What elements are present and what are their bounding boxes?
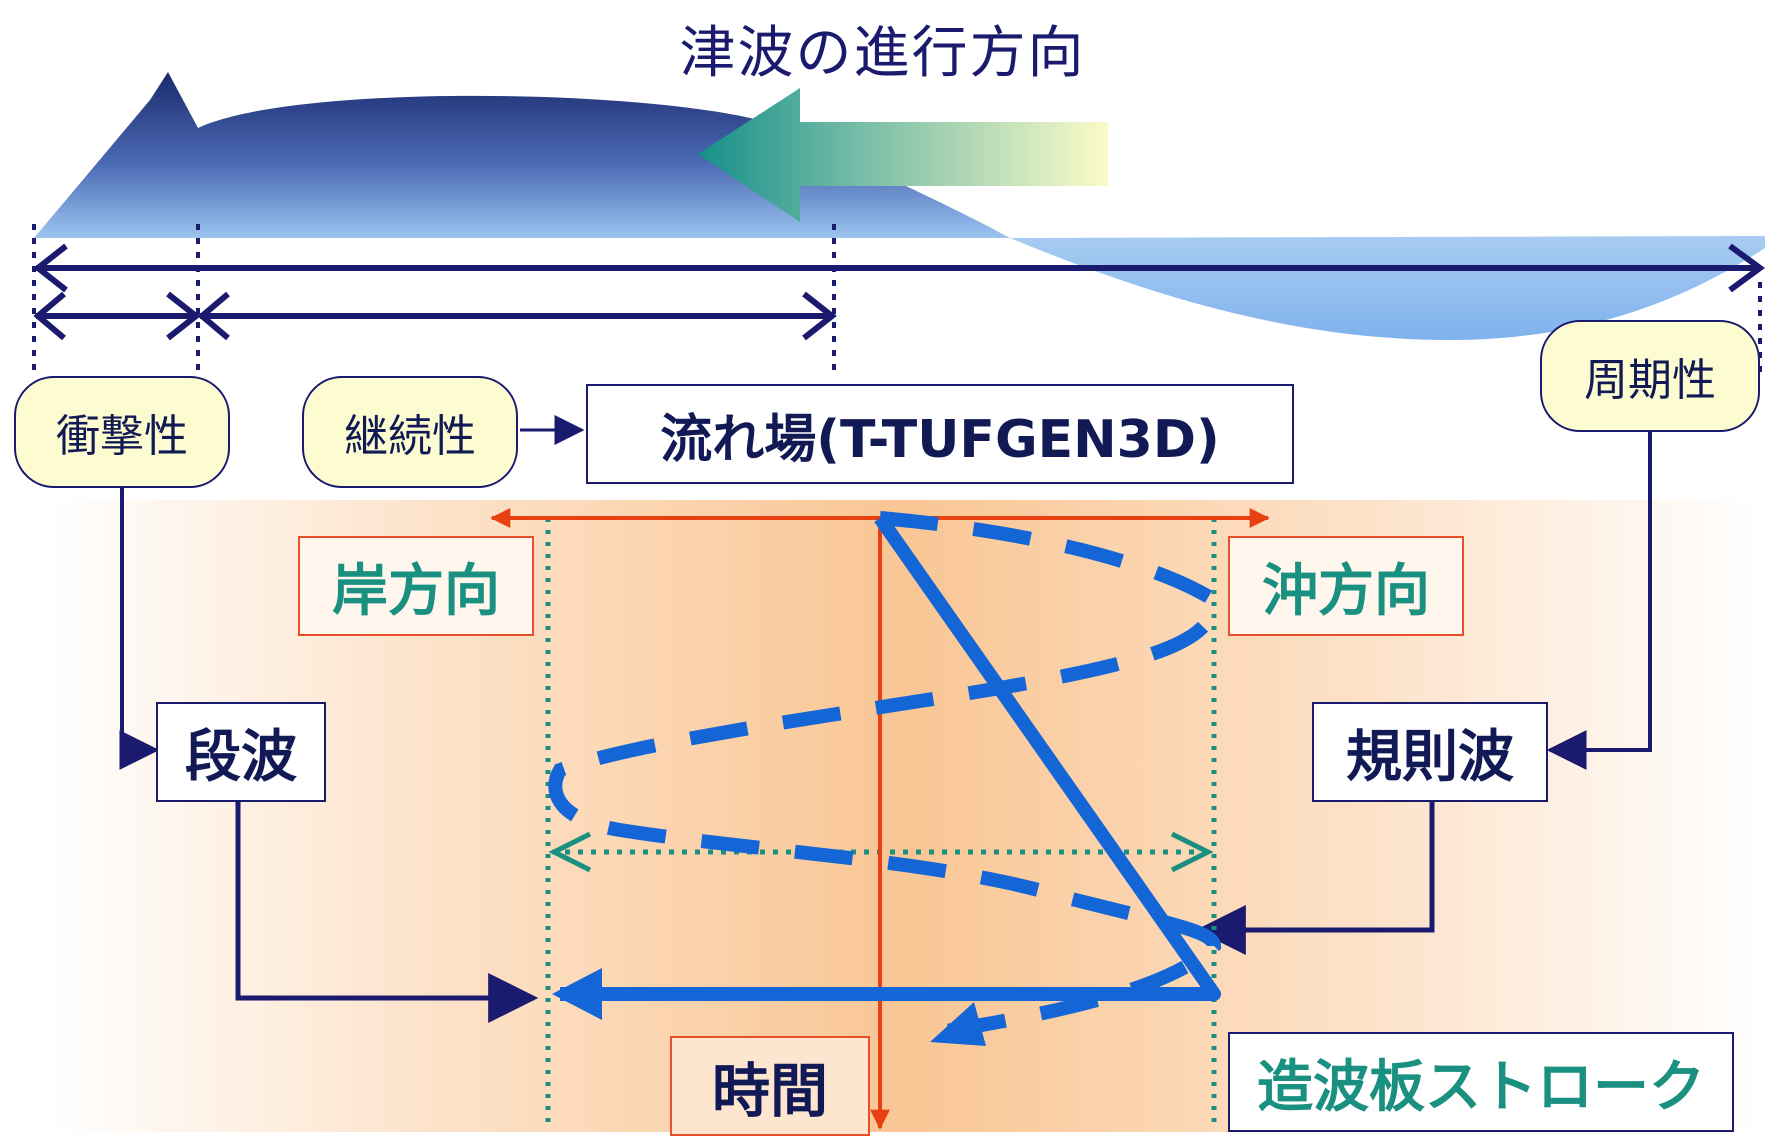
bore-to-stroke-connector — [235, 800, 539, 1023]
impact-to-bore-connector — [119, 486, 160, 770]
offshore-direction-label: 沖方向 — [1228, 536, 1464, 636]
time-label: 時間 — [670, 1036, 870, 1136]
impact-span-arrow — [33, 291, 201, 341]
continuity-span-arrow — [197, 291, 837, 341]
stroke-label: 造波板ストローク — [1228, 1032, 1734, 1132]
impact-label: 衝撃性 — [14, 376, 230, 488]
bore-stroke-path — [552, 513, 1221, 1020]
propagation-direction-arrow — [698, 88, 1108, 222]
page-title: 津波の進行方向 — [679, 21, 1086, 86]
regular-wave-stroke-path — [548, 511, 1222, 1039]
regular-wave-label: 規則波 — [1312, 702, 1548, 802]
periodicity-to-regular-connector — [1546, 430, 1652, 770]
regular-wave-arrow-head — [930, 1002, 986, 1046]
flow-field-label: 流れ場(T-TUFGEN3D) — [586, 384, 1294, 484]
sea-surface — [1010, 236, 1765, 340]
continuity-label: 継続性 — [302, 376, 518, 488]
periodicity-label: 周期性 — [1540, 320, 1760, 432]
bore-label: 段波 — [156, 702, 326, 802]
regular-to-stroke-connector — [1195, 800, 1435, 955]
shore-direction-label: 岸方向 — [298, 536, 534, 636]
wavelength-span-arrow — [33, 243, 1765, 293]
